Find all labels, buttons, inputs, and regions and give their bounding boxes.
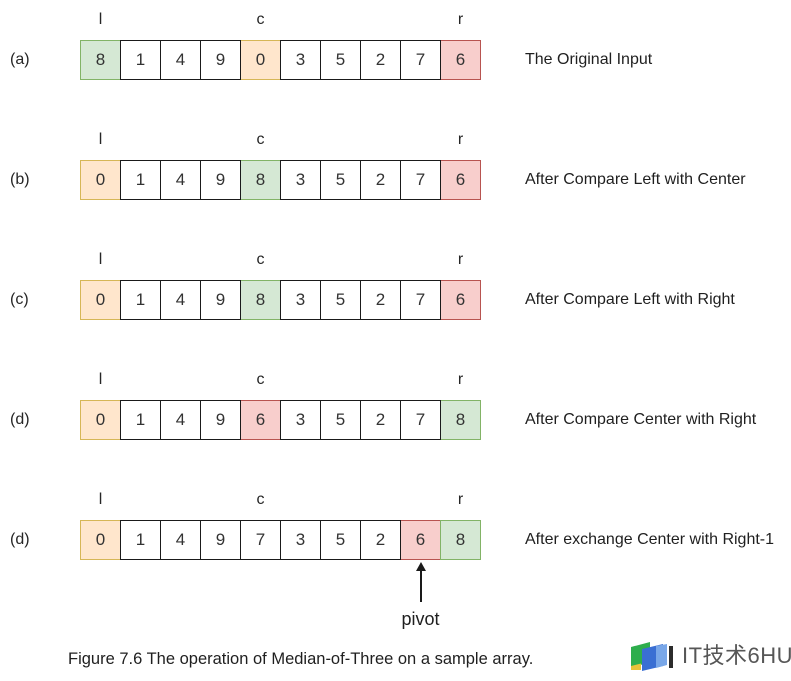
array-cell: 1 — [120, 280, 161, 320]
array-cell: 3 — [280, 40, 321, 80]
array-cell: 8 — [240, 160, 281, 200]
row-description: The Original Input — [525, 51, 653, 68]
array-cell: 8 — [440, 400, 481, 440]
pointer-label-r: r — [457, 131, 464, 148]
pointer-label-l: l — [98, 371, 103, 388]
pointer-label-c: c — [256, 251, 265, 268]
pointer-label-l: l — [98, 131, 103, 148]
array-cell: 0 — [80, 400, 121, 440]
array-cell: 4 — [160, 280, 201, 320]
array-cell: 8 — [440, 520, 481, 560]
pointer-label-r: r — [457, 11, 464, 28]
pointer-label-l: l — [98, 11, 103, 28]
array-cell: 0 — [80, 160, 121, 200]
array-cell: 9 — [200, 400, 241, 440]
row-description: After Compare Left with Center — [525, 171, 746, 188]
array-cell: 4 — [160, 160, 201, 200]
array-cell: 4 — [160, 40, 201, 80]
pointer-label-c: c — [256, 11, 265, 28]
row-id-label: (c) — [10, 291, 29, 308]
row-id-label: (d) — [10, 531, 30, 548]
array-cell: 0 — [80, 280, 121, 320]
pointer-label-c: c — [256, 491, 265, 508]
pointer-label-c: c — [256, 131, 265, 148]
array-cell: 6 — [400, 520, 441, 560]
pivot-arrow-head — [415, 562, 426, 571]
array-cell: 6 — [240, 400, 281, 440]
array-cell: 5 — [320, 160, 361, 200]
array-cell: 2 — [360, 400, 401, 440]
pointer-label-r: r — [457, 251, 464, 268]
array-cell: 5 — [320, 40, 361, 80]
array-cell: 2 — [360, 520, 401, 560]
array-cell: 8 — [240, 280, 281, 320]
array-cell: 7 — [240, 520, 281, 560]
row-id-label: (b) — [10, 171, 30, 188]
array-cell: 9 — [200, 280, 241, 320]
array-cell: 5 — [320, 520, 361, 560]
array-cell: 9 — [200, 160, 241, 200]
array-cell: 7 — [400, 280, 441, 320]
array-cell: 4 — [160, 520, 201, 560]
array-cell: 3 — [280, 400, 321, 440]
row-id-label: (d) — [10, 411, 30, 428]
array-cell: 3 — [280, 280, 321, 320]
array-cell: 0 — [240, 40, 281, 80]
pivot-label: pivot — [401, 609, 440, 629]
row-description: After Compare Center with Right — [525, 411, 757, 428]
pointer-label-r: r — [457, 491, 464, 508]
pointer-label-l: l — [98, 491, 103, 508]
array-cell: 1 — [120, 160, 161, 200]
array-cell: 7 — [400, 40, 441, 80]
array-cell: 5 — [320, 280, 361, 320]
row-description: After exchange Center with Right-1 — [525, 531, 775, 548]
array-cell: 9 — [200, 520, 241, 560]
pivot-arrow-line — [419, 570, 422, 602]
figure-caption: Figure 7.6 The operation of Median-of-Th… — [68, 650, 534, 668]
array-cell: 2 — [360, 40, 401, 80]
array-cell: 6 — [440, 160, 481, 200]
pointer-label-r: r — [457, 371, 464, 388]
array-cell: 8 — [80, 40, 121, 80]
logo-text: IT技术6HU — [682, 643, 791, 668]
array-cell: 6 — [440, 280, 481, 320]
array-cell: 4 — [160, 400, 201, 440]
array-cell: 1 — [120, 400, 161, 440]
array-cell: 1 — [120, 40, 161, 80]
row-description: After Compare Left with Right — [525, 291, 735, 308]
array-cell: 5 — [320, 400, 361, 440]
pointer-label-c: c — [256, 371, 265, 388]
array-cell: 6 — [440, 40, 481, 80]
array-cell: 1 — [120, 520, 161, 560]
array-cell: 0 — [80, 520, 121, 560]
site-logo: IT技术6HU — [629, 640, 791, 672]
array-cell: 2 — [360, 280, 401, 320]
pointer-label-l: l — [98, 251, 103, 268]
array-cell: 3 — [280, 520, 321, 560]
array-cell: 2 — [360, 160, 401, 200]
array-cell: 3 — [280, 160, 321, 200]
array-cell: 9 — [200, 40, 241, 80]
array-cell: 7 — [400, 160, 441, 200]
array-cell: 7 — [400, 400, 441, 440]
colored-flag-icon — [631, 642, 673, 671]
row-id-label: (a) — [10, 51, 30, 68]
